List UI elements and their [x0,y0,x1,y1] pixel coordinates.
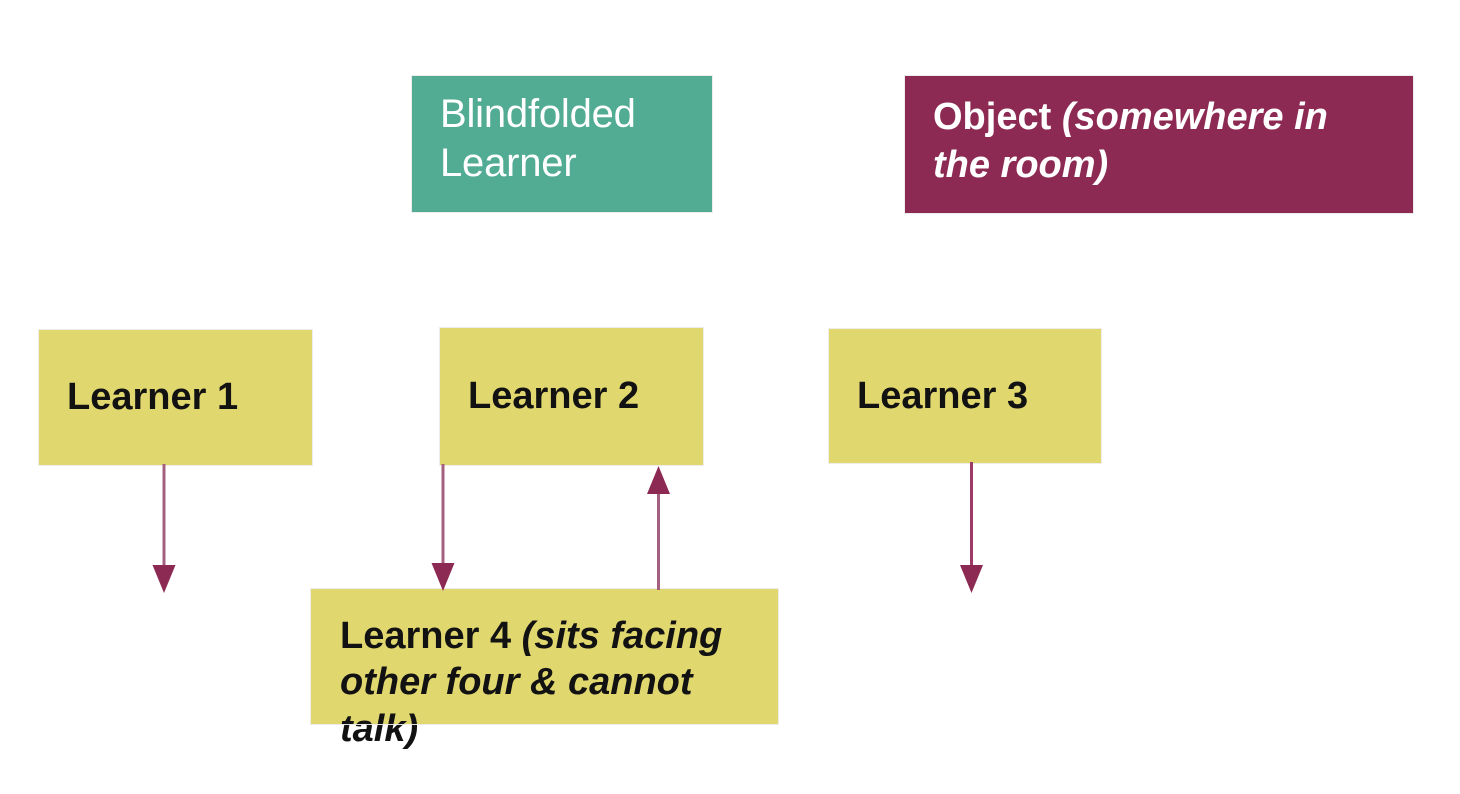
learner3-arrow-head [960,565,983,593]
node-learner-4-label-note: (sits facing other four & cannot talk) [340,615,723,750]
node-learner-4-label-space [511,615,522,657]
node-learner-1-label: Learner 1 [67,376,239,419]
blindfolded-learner-line-1: Blindfolded [440,92,636,136]
node-object-label: Object (somewhere in the room) [905,76,1413,189]
node-learner-1[interactable]: Learner 1 [38,329,313,466]
node-learner-4-label: Learner 4 (sits facing other four & cann… [311,589,778,752]
node-learner-4-label-main: Learner 4 [340,615,512,657]
node-object-label-note: (somewhere in the room) [933,96,1328,186]
learner1-arrow-head [152,565,176,593]
node-object-label-main: Object [933,96,1052,138]
node-learner-2-label: Learner 2 [468,375,640,418]
connector-learner3-down [957,462,987,596]
learner4-arrow-head [647,466,670,494]
node-learner-2[interactable]: Learner 2 [439,327,704,466]
connector-learner1-down [149,464,179,596]
node-learner-3-label: Learner 3 [857,374,1029,417]
node-object-label-space [1051,96,1062,138]
node-learner-3[interactable]: Learner 3 [828,328,1102,464]
node-learner-4[interactable]: Learner 4 (sits facing other four & cann… [310,588,779,750]
connector-learner4-up [644,464,674,592]
learner2-arrow-head [431,563,455,591]
node-object[interactable]: Object (somewhere in the room) [904,75,1414,214]
connector-learner2-down [428,464,458,594]
blindfolded-learner-line-2: Learner [440,140,577,185]
